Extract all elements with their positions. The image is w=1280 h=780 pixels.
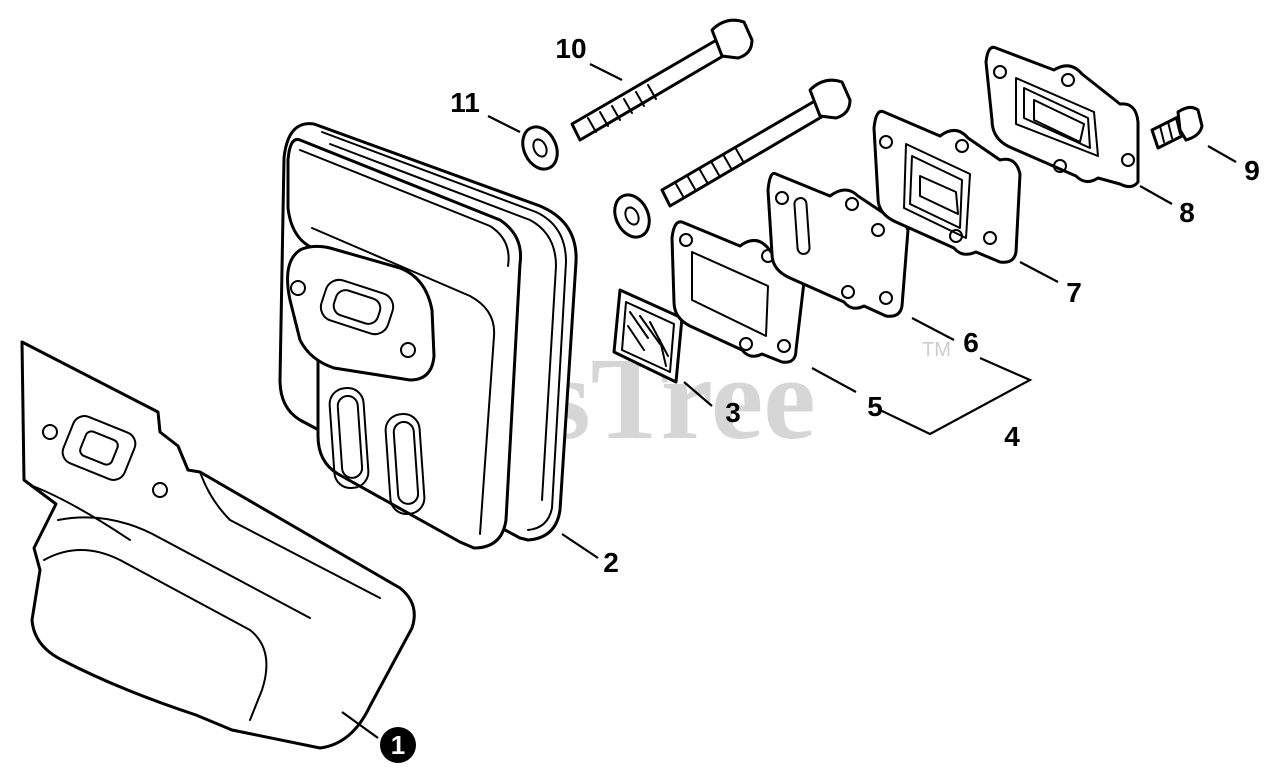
leader-8	[1139, 185, 1173, 205]
callout-1-badge	[380, 727, 416, 763]
part-2-muffler	[278, 122, 578, 550]
part-1-heat-shield	[20, 340, 416, 750]
leader-10	[589, 63, 623, 81]
callout-5: 5	[867, 391, 883, 422]
leader-1	[341, 711, 379, 739]
leader-2	[561, 533, 599, 559]
part-3-spark-screen	[612, 288, 684, 384]
leader-3	[683, 381, 713, 407]
callout-4: 4	[1004, 421, 1020, 452]
leader-9	[1207, 145, 1237, 163]
part-bolt-secondary	[660, 78, 852, 208]
part-10-bolt	[570, 18, 754, 142]
part-7-gasket	[872, 109, 1022, 264]
part-washer-secondary	[613, 193, 651, 239]
callout-2: 2	[603, 547, 619, 578]
leader-lines	[341, 63, 1237, 739]
callout-9: 9	[1244, 155, 1260, 186]
callout-1: 1	[391, 730, 405, 760]
callout-11: 11	[450, 87, 480, 118]
leader-4	[879, 356, 1033, 436]
callout-3: 3	[725, 397, 741, 428]
part-6-plate	[766, 171, 910, 318]
callout-8: 8	[1179, 197, 1195, 228]
part-8-exhaust-flange	[984, 45, 1140, 189]
leader-11	[487, 115, 521, 133]
callout-6: 6	[963, 327, 979, 358]
leader-7	[1019, 261, 1059, 283]
part-11-washer	[521, 125, 559, 171]
callouts: 1 2 3 4 5 6 7 8 9 10 11	[380, 33, 1260, 763]
callout-7: 7	[1066, 277, 1082, 308]
callout-10: 10	[555, 33, 586, 64]
leader-6	[911, 317, 955, 341]
leader-5	[811, 367, 857, 393]
part-9-screw	[1150, 105, 1204, 150]
watermark-tm: TM	[922, 339, 951, 361]
